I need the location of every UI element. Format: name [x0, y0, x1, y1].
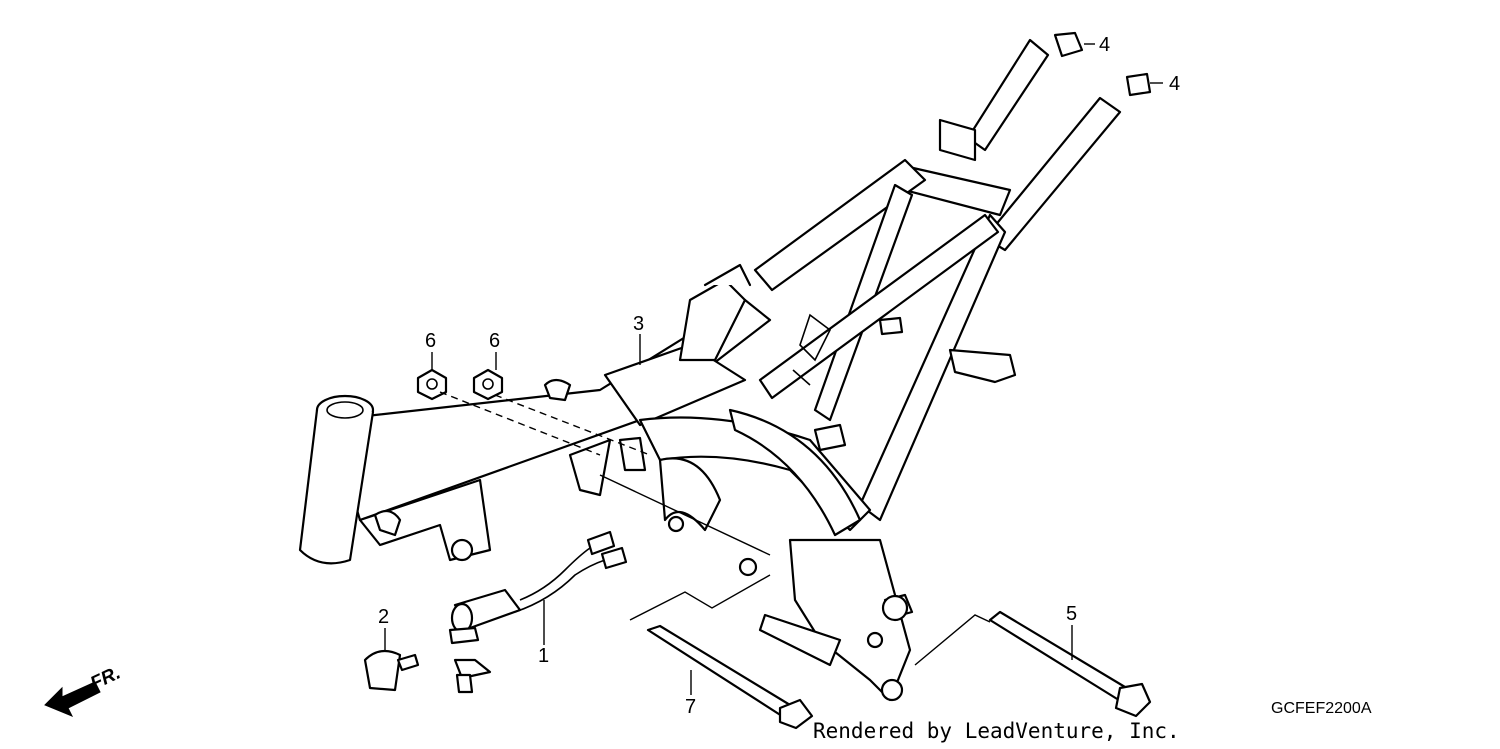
callout-label-2: 2 [378, 606, 389, 628]
callout-label-6a: 6 [425, 330, 436, 352]
front-direction-indicator: FR. [44, 663, 124, 717]
ignition-switch-part-1 [448, 530, 628, 694]
callout-label-3: 3 [633, 313, 644, 335]
front-arrow-icon [44, 681, 101, 717]
diagram-code: GCFEF2200A [1271, 700, 1372, 717]
credit-text: Rendered by LeadVenture, Inc. [813, 719, 1180, 743]
assembly-lines [439, 391, 991, 666]
callout-numbers: 1 2 3 4 4 5 6 6 7 [378, 34, 1180, 718]
callout-label-1: 1 [538, 645, 549, 667]
cap-part-2 [363, 649, 420, 692]
callout-label-7: 7 [685, 696, 696, 718]
nut-part-6 [416, 368, 504, 401]
leader-lines [384, 43, 1163, 695]
rubber-cap-part-4 [1053, 31, 1152, 97]
frame-body [298, 38, 1122, 702]
bolt-part-5 [988, 610, 1152, 718]
callout-label-4b: 4 [1169, 73, 1180, 95]
bolt-part-7 [646, 624, 814, 730]
callout-label-5: 5 [1066, 603, 1077, 625]
callout-label-6b: 6 [489, 330, 500, 352]
callout-label-4a: 4 [1099, 34, 1110, 56]
